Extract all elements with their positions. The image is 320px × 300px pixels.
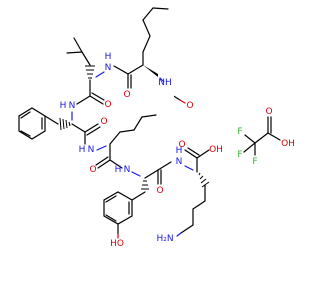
tfa-carbonyl-oxygen-label: O bbox=[265, 107, 272, 117]
tyrosine-hash-bond bbox=[141, 180, 149, 190]
tfa-fluorine-3-label: F bbox=[252, 157, 257, 167]
leu-nh-hydrogen-label: H bbox=[105, 52, 112, 62]
leu-nh-nitrogen-label: N bbox=[105, 63, 112, 73]
formyl-norleucine-residue bbox=[113, 7, 186, 104]
norleucine-2-residue bbox=[95, 114, 157, 169]
lysine-hash-bond bbox=[198, 172, 210, 188]
phenylalanine-hash-bond bbox=[59, 117, 71, 131]
phe-carbonyl-oxygen-label: O bbox=[100, 117, 107, 127]
phe-nh-hydrogen-label: H bbox=[60, 101, 67, 111]
tyr-nh-nitrogen-label: N bbox=[124, 165, 131, 175]
leucine-residue bbox=[66, 37, 105, 105]
tyrosine-residue bbox=[103, 161, 172, 239]
tyr-nh-hydrogen-label: H bbox=[115, 165, 122, 175]
formyl-oxygen-label: O bbox=[186, 101, 193, 111]
leucine-hash-bond bbox=[85, 65, 95, 79]
lysine-residue bbox=[176, 147, 210, 237]
nle2-nh-nitrogen-label: N bbox=[88, 145, 95, 155]
phenylalanine-residue bbox=[18, 107, 101, 145]
tfa-fluorine-2-label: F bbox=[237, 150, 242, 160]
trifluoroacetic-acid bbox=[243, 116, 281, 156]
leu-carbonyl-oxygen-label: O bbox=[104, 100, 111, 110]
lys-nh-hydrogen-label: H bbox=[176, 146, 183, 156]
lys-carboxyl-hydroxyl-label: OH bbox=[209, 145, 223, 155]
structure-diagram: NH O O N H O N H bbox=[18, 7, 295, 249]
nle2-carbonyl-oxygen-label: O bbox=[89, 165, 96, 175]
formyl-amide-nitrogen-label: NH bbox=[158, 78, 172, 88]
lys-nh-nitrogen-label: N bbox=[176, 157, 183, 167]
tyr-carbonyl-oxygen-label: O bbox=[156, 186, 163, 196]
tyr-phenol-oxygen-label: HO bbox=[110, 239, 124, 249]
nle2-nh-hydrogen-label: H bbox=[79, 145, 86, 155]
tfa-hydroxyl-label: OH bbox=[281, 139, 295, 149]
phe-nh-nitrogen-label: N bbox=[69, 101, 76, 111]
tfa-fluorine-1-label: F bbox=[237, 127, 242, 137]
nle1-carbonyl-oxygen-label: O bbox=[123, 90, 130, 100]
lys-carbonyl-oxygen-label: O bbox=[178, 140, 185, 150]
lys-amine-label: H₂N bbox=[156, 234, 173, 244]
